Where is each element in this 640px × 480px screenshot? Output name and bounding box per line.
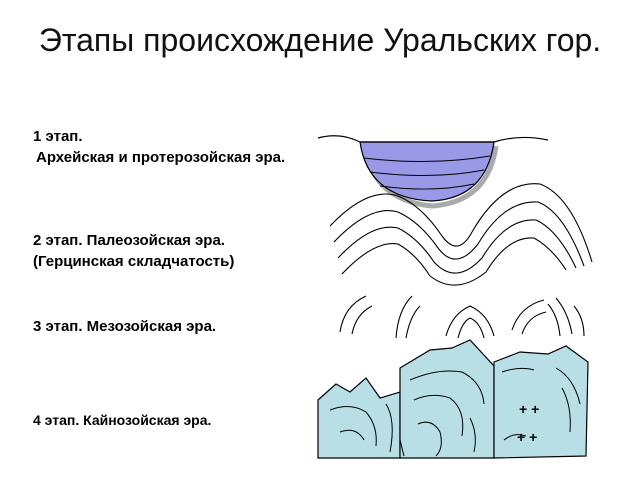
basin-layer [369, 169, 485, 177]
stage-4-block-mountains [317, 339, 589, 459]
granite-mark: + + [517, 429, 537, 445]
granite-mark: + + [519, 401, 539, 417]
mountain-block-left [317, 377, 401, 459]
stage-4-heading: 4 этап. Кайнозойская эра. [33, 412, 212, 428]
basin-surface [317, 135, 549, 143]
stage-2-label: 2 этап. Палеозойская эра. (Герцинская ск… [33, 230, 234, 272]
stage-1-era: Архейская и протерозойская эра. [36, 149, 286, 166]
granite-marks: + + + + [517, 401, 539, 445]
stage-4-label: 4 этап. Кайнозойская эра. [33, 410, 211, 431]
stage-2-heading: 2 этап. Палеозойская эра. [33, 232, 225, 249]
stage-1-heading: 1 этап. [33, 128, 83, 145]
stage-2-folds [329, 183, 593, 286]
stage-3-heading: 3 этап. Мезозойская эра. [33, 318, 217, 335]
mountain-block-right [493, 345, 589, 459]
stage-3-eroded-folds [339, 295, 585, 339]
stage-1-label: 1 этап. Архейская и протерозойская эра. [33, 126, 285, 168]
stage-1-basin [317, 135, 549, 209]
stage-3-label: 3 этап. Мезозойская эра. [33, 316, 216, 337]
basin-layer [363, 155, 491, 163]
basin-layer [379, 183, 475, 190]
page-title: Этапы происхождение Уральских гор. [38, 22, 602, 58]
mountain-block-center [399, 339, 495, 459]
stage-2-note: (Герцинская складчатость) [33, 253, 235, 270]
